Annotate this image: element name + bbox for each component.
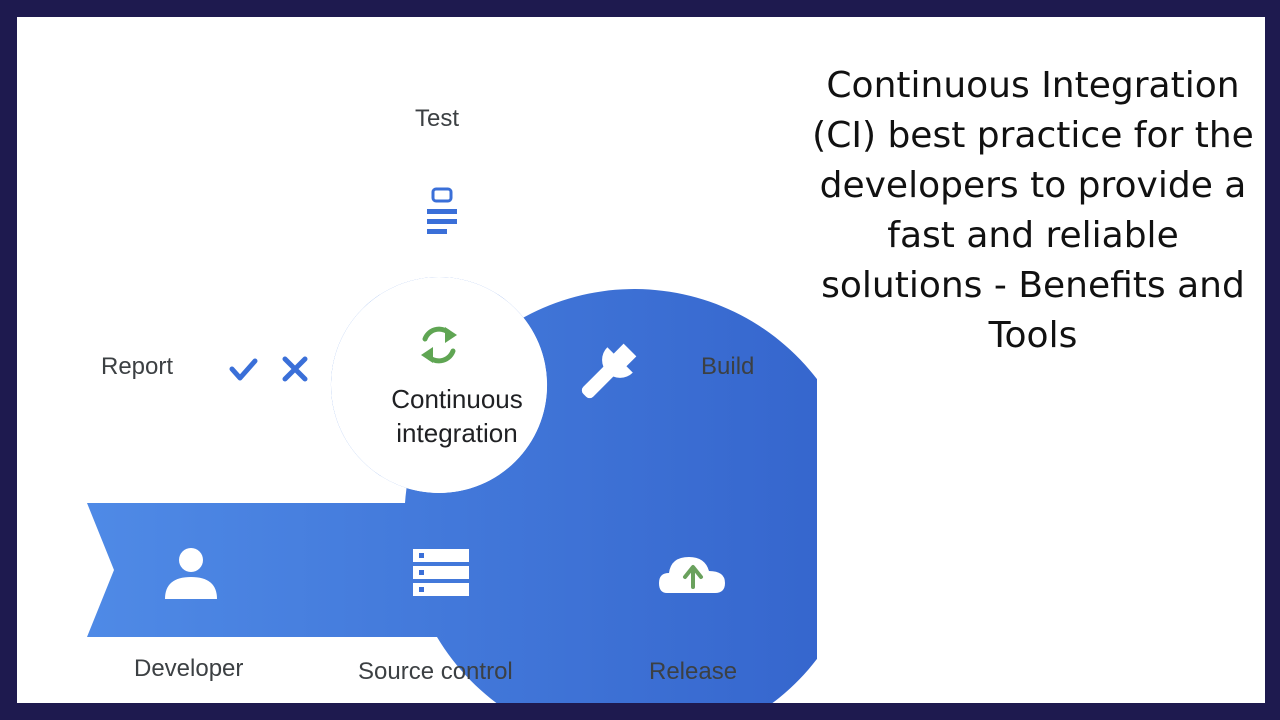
- refresh-arrows-icon: [421, 326, 457, 364]
- center-title-line2: integration: [396, 418, 518, 448]
- label-source-control: Source control: [358, 658, 513, 685]
- clipboard-icon: [417, 187, 467, 247]
- checkmark-circle-icon: [220, 346, 266, 392]
- label-release: Release: [649, 658, 738, 685]
- ci-loop-diagram: [87, 187, 817, 703]
- label-report: Report: [101, 353, 174, 380]
- label-test: Test: [415, 105, 460, 132]
- center-title: Continuous integration: [347, 382, 567, 450]
- center-title-line1: Continuous: [391, 384, 523, 414]
- server-stack-icon: [413, 549, 469, 596]
- cloud-upload-icon: [659, 557, 725, 593]
- page-headline: Continuous Integration (CI) best practic…: [812, 65, 1254, 356]
- label-build: Build: [701, 353, 755, 380]
- slide-frame: Continuous integration Test Build Report…: [17, 17, 1265, 703]
- label-developer: Developer: [134, 655, 244, 682]
- wrench-icon: [581, 343, 637, 399]
- center-circle: [331, 277, 547, 493]
- person-icon: [165, 548, 217, 599]
- x-circle-icon: [272, 346, 318, 392]
- ci-loop-shape: [87, 277, 817, 703]
